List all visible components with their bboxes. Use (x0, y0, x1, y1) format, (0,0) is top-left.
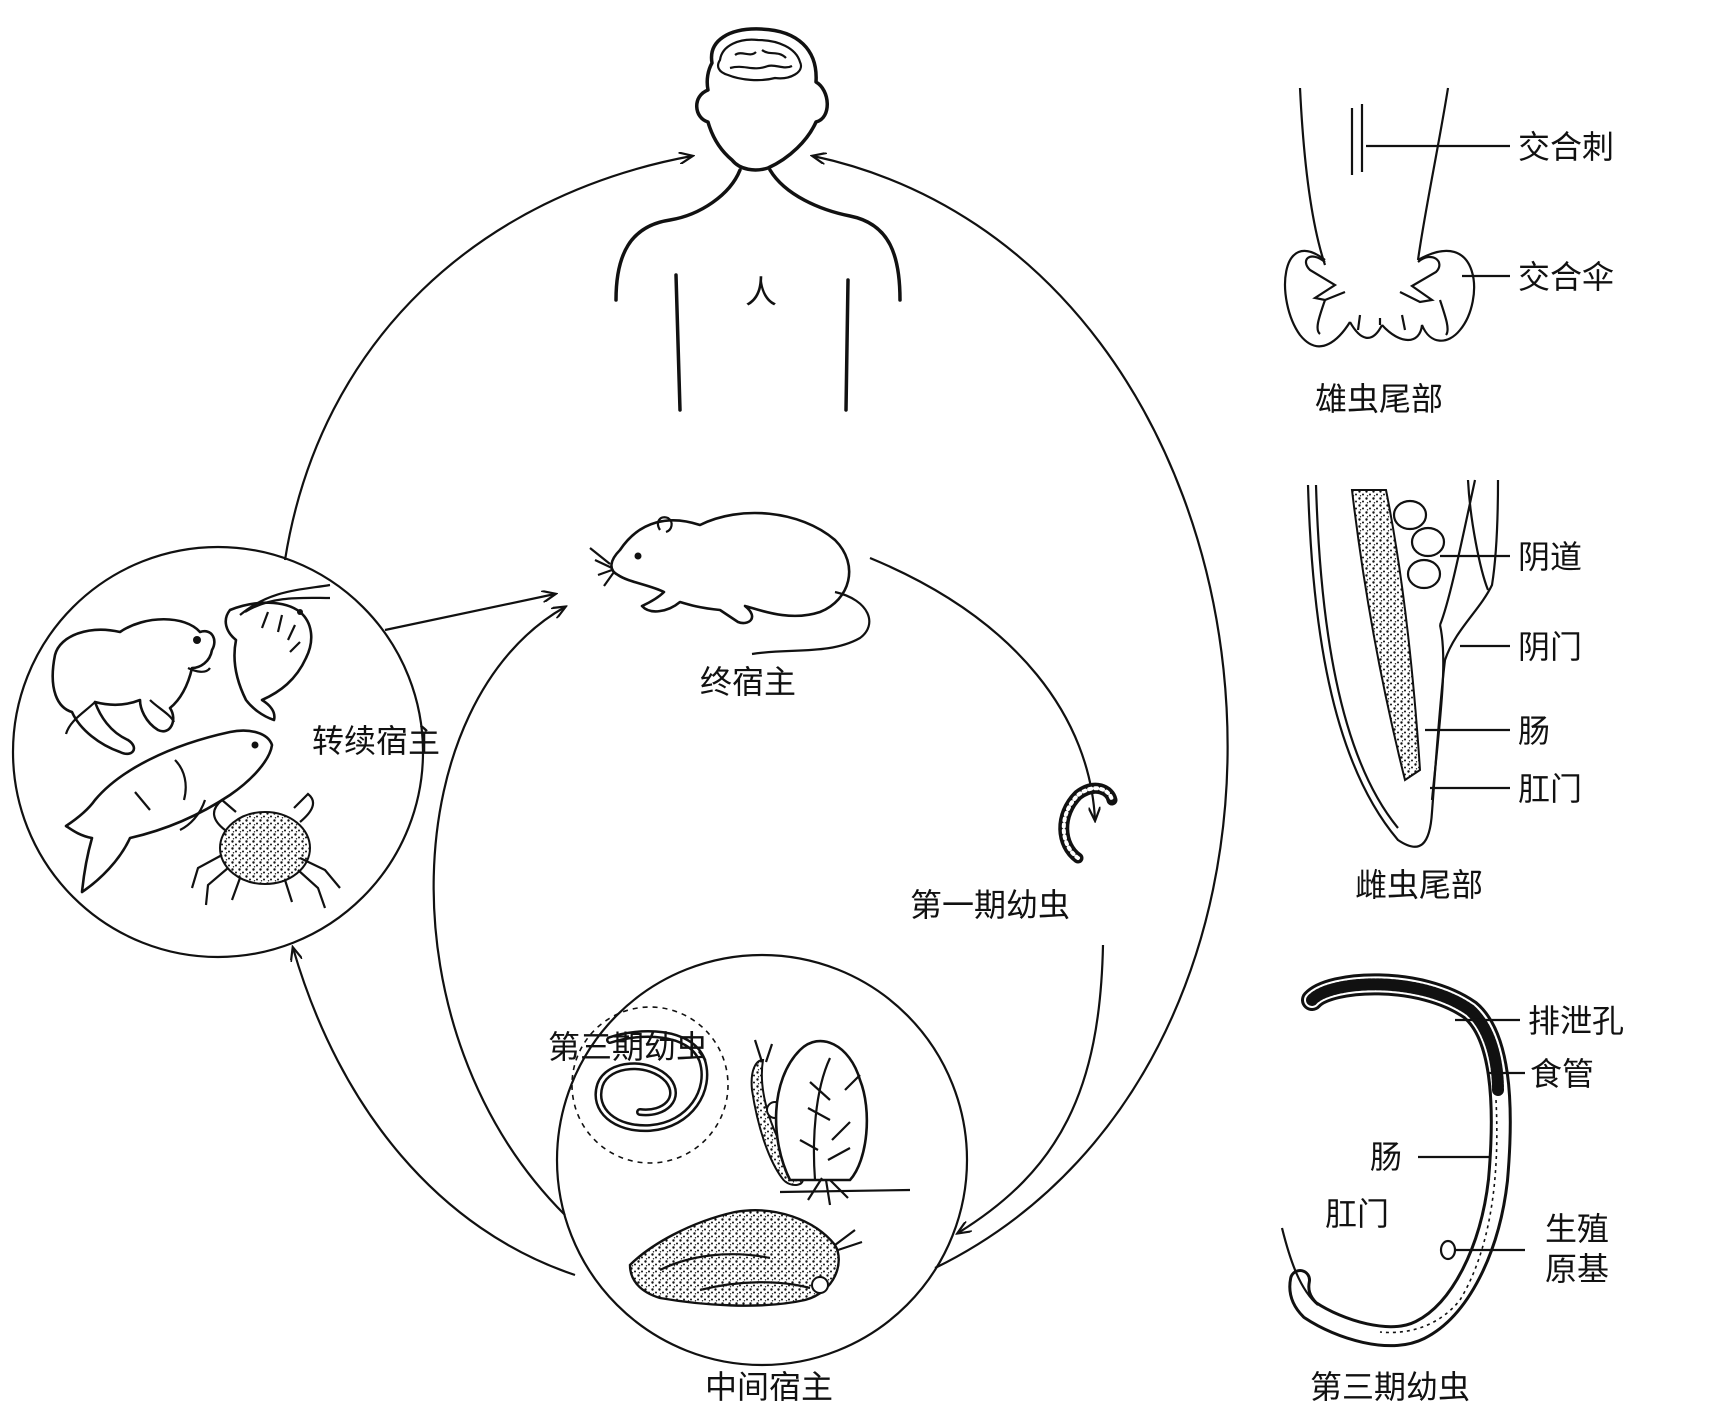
bursa-label: 交合伞 (1518, 258, 1614, 296)
male-tail-diagram: 交合刺 交合伞 雄虫尾部 (1284, 87, 1614, 418)
genital-primordium-label-line2: 原基 (1545, 1250, 1609, 1288)
first-stage-larva-label: 第一期幼虫 (910, 886, 1070, 924)
vulva-label: 阴门 (1518, 628, 1582, 666)
intermediate-host-label: 中间宿主 (705, 1368, 833, 1406)
third-stage-larva-in-host-label: 第三期幼虫 (548, 1028, 708, 1066)
human-label: 人 (745, 273, 777, 311)
excretory-pore-label: 排泄孔 (1528, 1002, 1624, 1040)
human-figure: 人 (614, 27, 902, 412)
vagina-label: 阴道 (1518, 538, 1582, 576)
arrow-rat-to-first-larva (869, 556, 1095, 820)
rat-icon (589, 511, 871, 656)
fish-icon (64, 729, 274, 894)
arrow-paratenic-to-rat (384, 594, 555, 632)
larva-caption: 第三期幼虫 (1310, 1368, 1470, 1406)
paratenic-host-label: 转续宿主 (312, 722, 440, 760)
frog-icon (51, 617, 216, 756)
female-anus-label: 肛门 (1518, 770, 1582, 808)
arrow-intermediate-to-human (813, 156, 1229, 1269)
lettuce-icon (774, 1039, 911, 1206)
definitive-host-label: 终宿主 (700, 663, 796, 701)
genital-primordium-label-line1: 生殖 (1545, 1210, 1609, 1248)
arrow-first-larva-to-intermediate (958, 944, 1105, 1233)
larva-anus-label: 肛门 (1325, 1195, 1389, 1233)
first-stage-larva-icon (1058, 782, 1118, 864)
intermediate-host-circle: 第三期幼虫 (548, 953, 969, 1367)
paratenic-host-circle: 转续宿主 (11, 545, 440, 959)
spicule-label: 交合刺 (1518, 128, 1614, 166)
arrow-paratenic-to-human (283, 156, 692, 561)
third-stage-larva-inset (571, 1006, 729, 1164)
third-stage-larva-diagram: 排泄孔 食管 肠 肛门 生殖 原基 第三期幼虫 (1280, 973, 1624, 1406)
arrow-intermediate-to-rat (432, 607, 565, 1216)
shrimp-icon (224, 583, 331, 722)
arrow-intermediate-to-paratenic (293, 948, 576, 1277)
crab-icon (190, 792, 341, 909)
female-tail-diagram: 阴道 阴门 肠 肛门 雌虫尾部 (1306, 479, 1582, 904)
female-intestine-label: 肠 (1518, 712, 1550, 750)
snail-icon (628, 1209, 863, 1307)
male-tail-caption: 雄虫尾部 (1315, 380, 1443, 418)
lifecycle-arrows (283, 156, 1229, 1277)
female-tail-caption: 雌虫尾部 (1355, 866, 1483, 904)
esophagus-label: 食管 (1530, 1055, 1594, 1093)
brain-icon (717, 38, 803, 82)
larva-intestine-label: 肠 (1370, 1138, 1402, 1176)
